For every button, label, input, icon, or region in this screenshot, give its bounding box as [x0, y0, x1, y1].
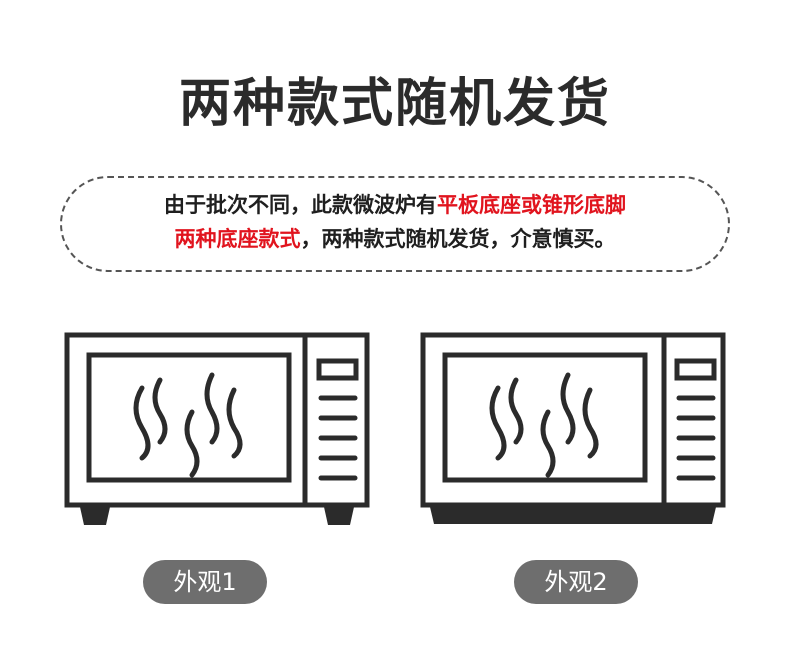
microwave-window — [86, 352, 292, 483]
microwave-body — [420, 332, 726, 508]
notice-text: 由于批次不同，此款微波炉有平板底座或锥形底脚 两种底座款式，两种款式随机发货，介… — [60, 188, 730, 256]
notice-line-1: 由于批次不同，此款微波炉有平板底座或锥形底脚 — [60, 188, 730, 222]
right-foot — [324, 507, 354, 525]
notice-line-2: 两种底座款式，两种款式随机发货，介意慎买。 — [60, 222, 730, 256]
microwave-window — [442, 352, 648, 483]
microwave-icon — [420, 332, 726, 524]
flat-base — [430, 507, 716, 524]
microwave-display — [674, 358, 717, 381]
notice-plain-text: ，两种款式随机发货，介意慎买。 — [300, 227, 616, 251]
left-foot — [80, 507, 110, 525]
appearance-label-1: 外观1 — [143, 560, 267, 604]
notice-highlight-text: 两种底座款式 — [174, 227, 301, 251]
microwave-body — [64, 332, 370, 508]
notice-highlight-text: 平板底座或锥形底脚 — [437, 193, 626, 217]
conical-feet — [80, 507, 354, 525]
notice-dashed-border — [60, 176, 730, 272]
microwave-icon — [64, 332, 370, 525]
notice-plain-text: 由于批次不同，此款微波炉有 — [164, 193, 437, 217]
steam-icon — [489, 372, 599, 478]
appearance-label-2: 外观2 — [514, 560, 638, 604]
microwave-display — [316, 358, 359, 381]
steam-icon — [133, 372, 243, 478]
page-title: 两种款式随机发货 — [178, 74, 611, 134]
